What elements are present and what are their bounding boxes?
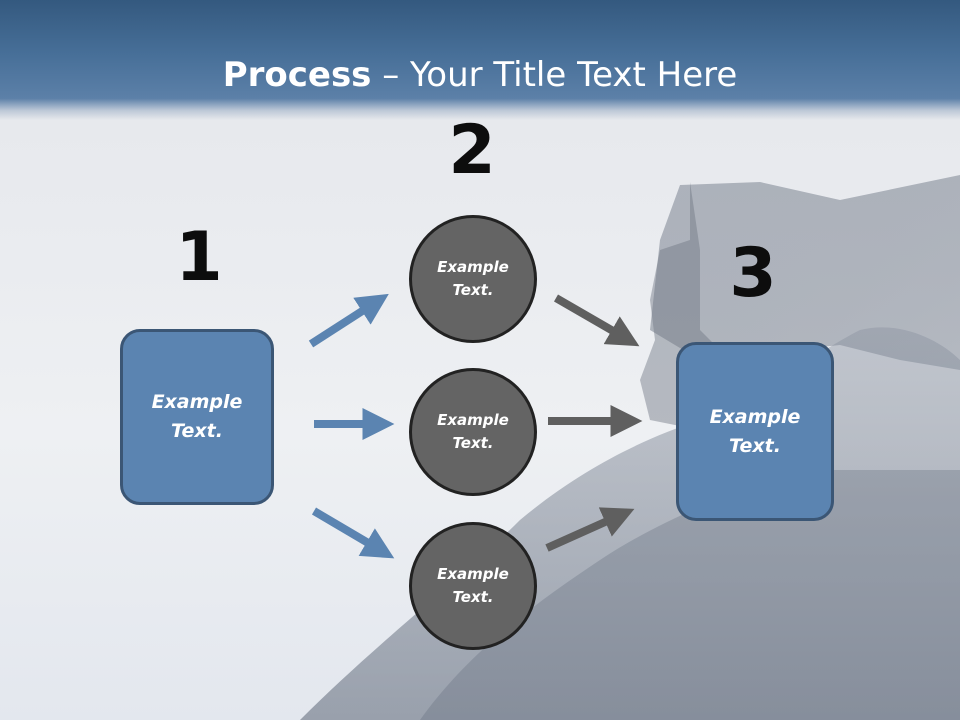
- step-2-label-middle: Example Text.: [437, 411, 509, 452]
- step-2-circle-middle[interactable]: Example Text.: [409, 368, 537, 496]
- step-1-number: 1: [175, 218, 223, 297]
- arrow-2a-to-3: [553, 294, 640, 347]
- step-2-label-bottom: Example Text.: [437, 565, 509, 606]
- step-3-label: Example Text.: [709, 405, 801, 457]
- slide-title: Process – Your Title Text Here: [0, 54, 960, 96]
- arrow-2c-to-3: [545, 507, 635, 552]
- arrow-1-to-2c: [311, 507, 395, 559]
- title-rest-text: – Your Title Text Here: [371, 55, 738, 95]
- step-2-number: 2: [448, 111, 496, 190]
- step-2-circle-bottom[interactable]: Example Text.: [409, 522, 537, 650]
- title-bold-text: Process: [222, 55, 372, 95]
- step-3-box[interactable]: Example Text.: [676, 342, 834, 521]
- step-1-label: Example Text.: [151, 391, 243, 442]
- arrow-1-to-2a: [308, 293, 389, 348]
- step-2-label-top: Example Text.: [437, 258, 509, 299]
- step-3-number: 3: [729, 234, 777, 313]
- step-1-box[interactable]: Example Text.: [120, 329, 274, 505]
- step-2-circle-top[interactable]: Example Text.: [409, 215, 537, 343]
- title-bar: [0, 0, 960, 120]
